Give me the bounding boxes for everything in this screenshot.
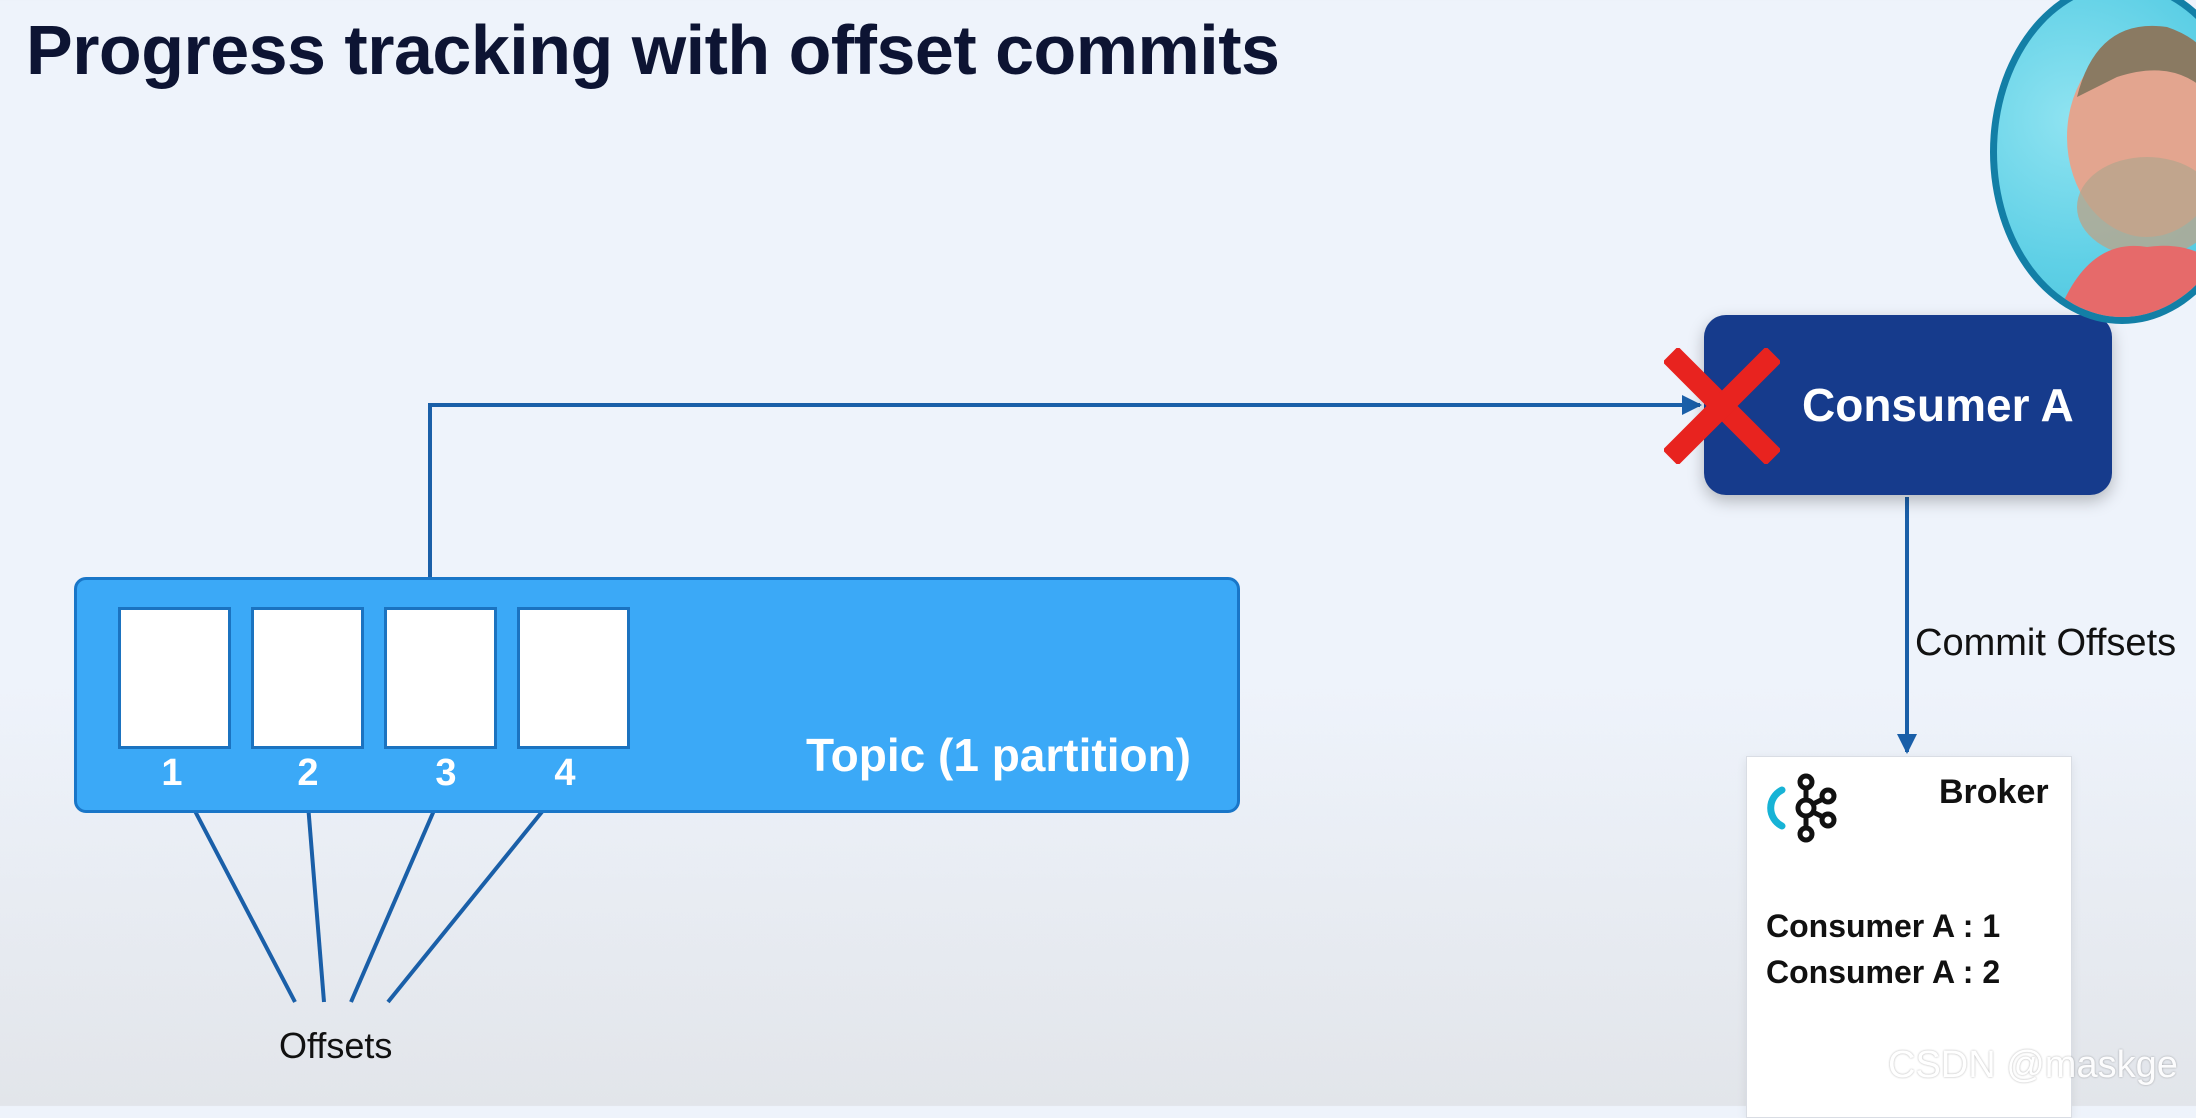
consumer-box xyxy=(1704,315,2112,495)
broker-card xyxy=(1746,756,2072,1118)
slide-title: Progress tracking with offset commits xyxy=(26,11,1280,89)
consumer-label: Consumer A xyxy=(1802,379,2074,431)
presenter-photo xyxy=(2057,25,2196,317)
broker-title: Broker xyxy=(1939,773,2049,811)
topic-label: Topic (1 partition) xyxy=(806,729,1192,781)
offset-number-1: 1 xyxy=(161,752,183,794)
presenter-avatar xyxy=(1990,0,2196,324)
message-slot-3 xyxy=(384,607,497,749)
commit-offsets-label: Commit Offsets xyxy=(1915,622,2177,664)
message-slot-1 xyxy=(118,607,231,749)
offset-arrow-1 xyxy=(183,790,297,1003)
watermark: CSDN @maskge xyxy=(1888,1044,2178,1086)
message-slot-4 xyxy=(517,607,630,749)
broker-entry-1: Consumer A : 1 xyxy=(1766,908,2001,944)
offset-number-3: 3 xyxy=(435,752,457,794)
offset-number-4: 4 xyxy=(554,752,576,794)
offset-arrow-4 xyxy=(386,790,560,1004)
offset-arrow-2 xyxy=(298,790,326,1003)
kafka-logo-icon xyxy=(1767,773,1837,843)
failure-x-icon xyxy=(1664,348,1780,464)
message-slot-2 xyxy=(251,607,364,749)
offsets-label: Offsets xyxy=(279,1025,393,1066)
offset-arrow-3 xyxy=(349,790,445,1003)
broker-entry-2: Consumer A : 2 xyxy=(1766,954,2001,990)
offset-number-2: 2 xyxy=(297,752,319,794)
topic-to-consumer-arrow xyxy=(428,395,1702,577)
